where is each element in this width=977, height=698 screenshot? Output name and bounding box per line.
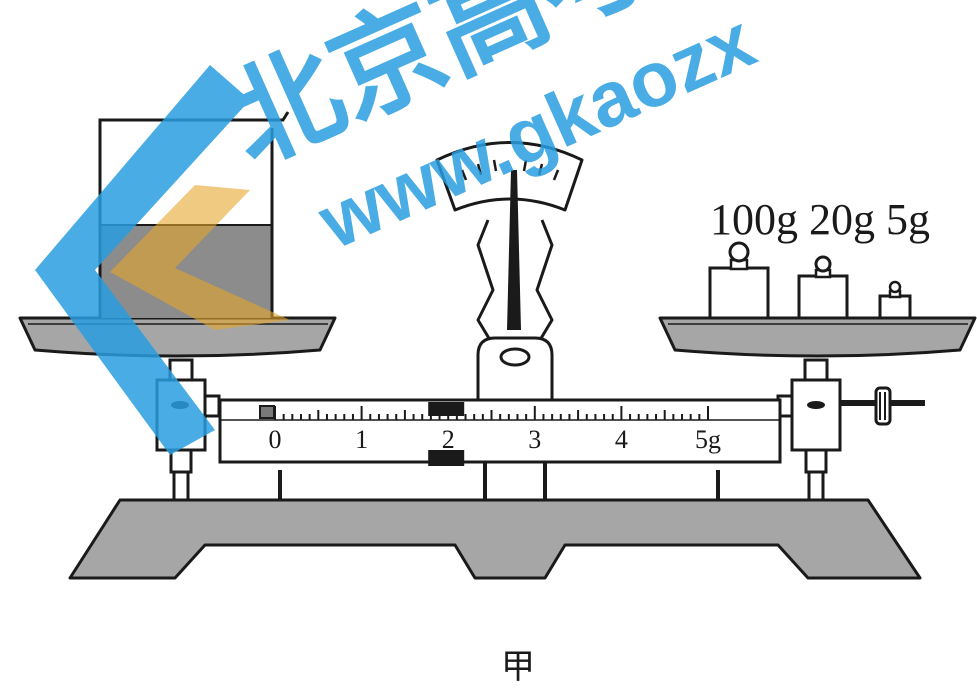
- rider: [428, 402, 465, 466]
- scale-zero-block: [259, 405, 275, 419]
- balancing-nut: [840, 386, 925, 426]
- right-pan: [658, 316, 977, 358]
- pointer-needle: [507, 170, 521, 330]
- scale-tick-label: 5g: [695, 425, 721, 454]
- dial-plate: [435, 141, 584, 212]
- weights-label: 100g 20g 5g: [710, 195, 930, 244]
- left-pan: [18, 316, 337, 358]
- scale-tick-label: 1: [355, 425, 368, 454]
- scale-tick-label: 4: [615, 425, 628, 454]
- scale-tick-label: 3: [528, 425, 541, 454]
- rider-bottom: [428, 450, 465, 466]
- scale-tick-label: 0: [269, 425, 282, 454]
- weight-5g: [878, 280, 912, 320]
- weight-20g: [797, 255, 849, 320]
- balance-beam: 0 1 2 3 4 5g: [218, 398, 782, 466]
- scale-tick-label: 2: [442, 425, 455, 454]
- right-pan-support: [776, 358, 842, 502]
- figure-caption: 甲: [501, 649, 535, 686]
- scale-tick-labels: 0 1 2 3 4 5g: [269, 425, 722, 454]
- watermark-logo-blue: [35, 65, 250, 455]
- rider-top: [428, 402, 465, 416]
- scale-tick-marks: [274, 406, 709, 420]
- watermark-logo-orange: [110, 185, 290, 330]
- weight-100g: [708, 241, 770, 320]
- balance-base: [68, 498, 922, 580]
